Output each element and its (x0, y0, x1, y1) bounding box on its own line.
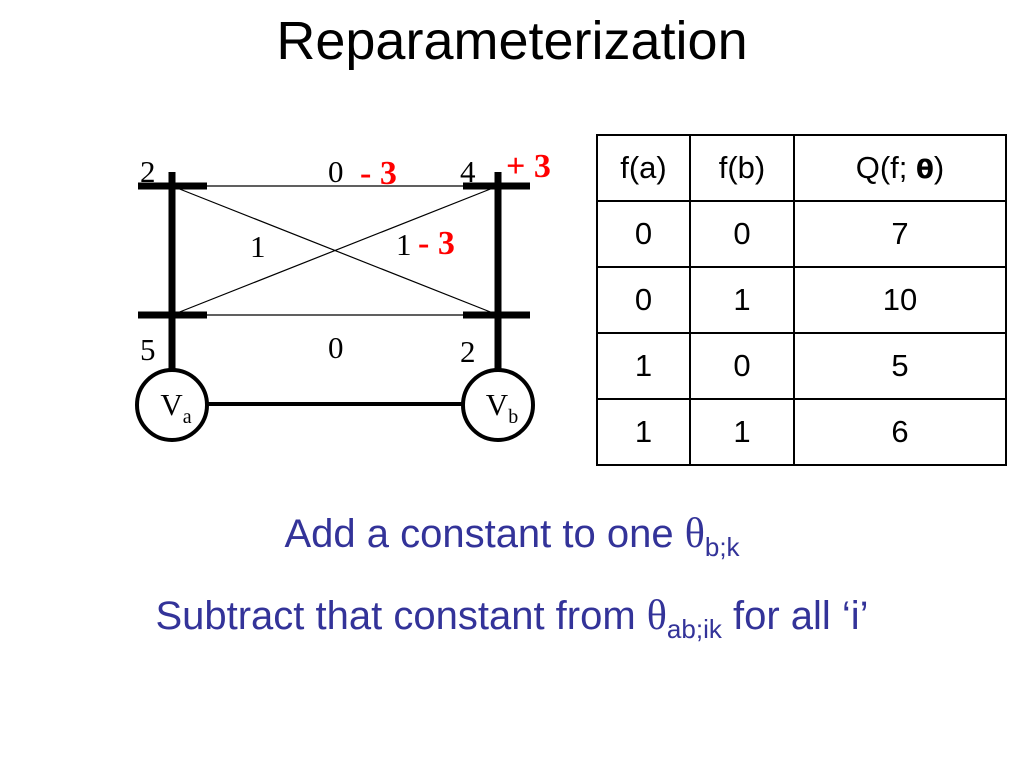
unary-b0-value: 4 (460, 154, 476, 189)
cell-fa: 1 (596, 398, 691, 466)
pairwise-10-value: 1 (250, 229, 266, 264)
node-va-sub: a (183, 406, 192, 428)
table-row: 1 0 5 (596, 332, 1007, 400)
slide-title: Reparameterization (276, 11, 748, 71)
cell-fb: 0 (689, 332, 795, 400)
unary-a0-value: 2 (140, 154, 156, 189)
explanation-line-1: Add a constant to one θb;k (0, 510, 1024, 563)
header-fa: f(a) (596, 134, 691, 202)
cell-q: 5 (793, 332, 1007, 400)
line2-text: Subtract that constant from (155, 594, 647, 638)
table-row: 0 0 7 (596, 200, 1007, 268)
line1-text: Add a constant to one (284, 512, 685, 556)
cell-q: 10 (793, 266, 1007, 334)
pairwise-11-value: 0 (328, 330, 344, 365)
cell-fb: 1 (689, 398, 795, 466)
energy-table-container: f(a) f(b) Q(f; θ) 0 0 7 0 1 10 1 0 5 1 1… (596, 134, 1007, 466)
pairwise-01-value: 1 (396, 227, 412, 262)
cell-fb: 1 (689, 266, 795, 334)
line2-theta: θ (646, 593, 667, 639)
cell-fa: 0 (596, 266, 691, 334)
svg-text:Va: Va (160, 387, 191, 428)
node-vb (461, 368, 535, 442)
cell-fb: 0 (689, 200, 795, 268)
pairwise-01-change: - 3 (418, 225, 455, 262)
node-va (135, 368, 209, 442)
table-row: 1 1 6 (596, 398, 1007, 466)
table-header-row: f(a) f(b) Q(f; θ) (596, 134, 1007, 202)
header-q-suffix: ) (933, 150, 945, 185)
unary-b0-change: + 3 (506, 148, 551, 185)
cell-q: 6 (793, 398, 1007, 466)
node-va-main: V (160, 387, 183, 422)
line1-theta: θ (684, 511, 705, 557)
header-q: Q(f; θ) (793, 134, 1007, 202)
explanation-line-2: Subtract that constant from θab;ik for a… (0, 592, 1024, 645)
unary-a1-value: 5 (140, 332, 156, 367)
svg-text:Vb: Vb (486, 387, 518, 428)
energy-table: f(a) f(b) Q(f; θ) 0 0 7 0 1 10 1 0 5 1 1… (596, 134, 1007, 466)
pairwise-00-change: - 3 (360, 155, 397, 192)
line1-sub: b;k (704, 532, 740, 562)
edge-10-line (171, 185, 499, 316)
node-vb-main: V (486, 387, 509, 422)
header-fb: f(b) (689, 134, 795, 202)
line2-suffix: for all ‘i’ (721, 594, 869, 638)
pairwise-00-value: 0 (328, 154, 344, 189)
table-row: 0 1 10 (596, 266, 1007, 334)
cell-fa: 1 (596, 332, 691, 400)
cell-fa: 0 (596, 200, 691, 268)
header-q-theta: θ (916, 155, 934, 185)
line2-sub: ab;ik (666, 614, 722, 644)
header-q-prefix: Q(f; (855, 150, 917, 185)
cell-q: 7 (793, 200, 1007, 268)
unary-b1-value: 2 (460, 334, 476, 369)
node-vb-sub: b (508, 406, 518, 428)
